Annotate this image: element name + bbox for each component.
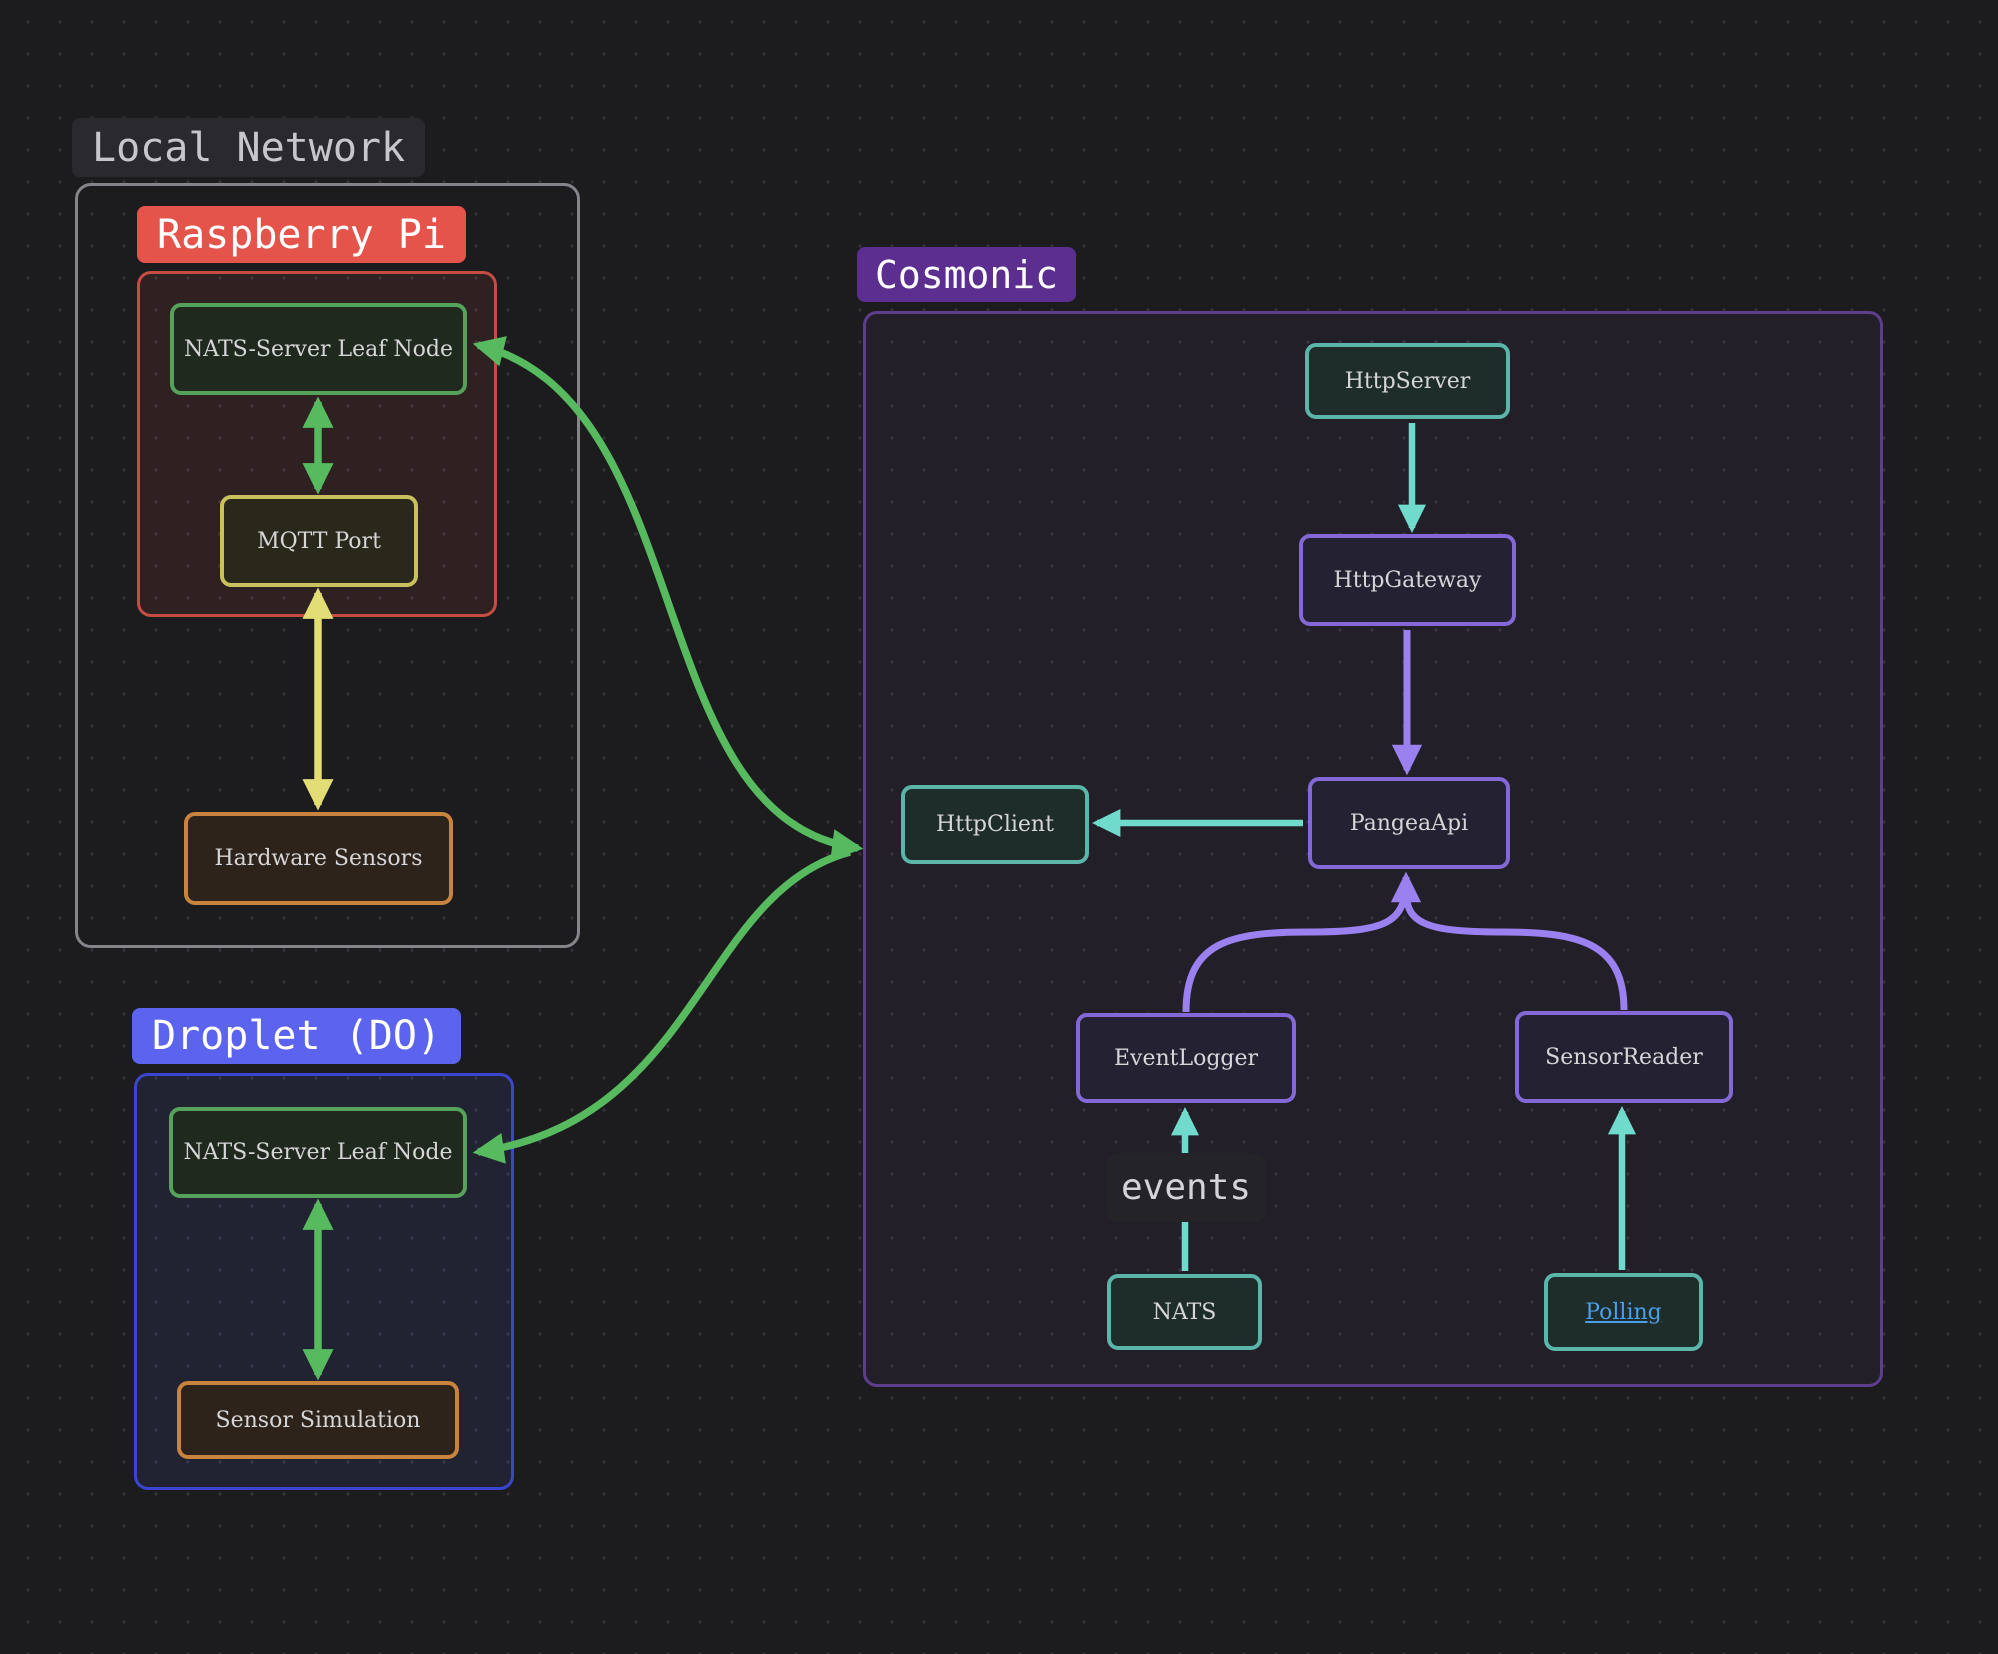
node-event-logger: EventLogger bbox=[1076, 1013, 1296, 1103]
node-label: Sensor Simulation bbox=[215, 1407, 421, 1433]
node-label: MQTT Port bbox=[257, 528, 381, 554]
node-nats-server-leaf-node-rpi: NATS-Server Leaf Node bbox=[170, 303, 467, 395]
node-nats-server-leaf-node-droplet: NATS-Server Leaf Node bbox=[169, 1107, 467, 1198]
node-label: Hardware Sensors bbox=[214, 846, 423, 871]
raspberry-pi-label: Raspberry Pi bbox=[137, 206, 466, 263]
droplet-label: Droplet (DO) bbox=[132, 1008, 461, 1064]
local-network-label: Local Network bbox=[72, 118, 426, 177]
node-label: HttpServer bbox=[1344, 368, 1471, 394]
node-polling: Polling bbox=[1544, 1273, 1703, 1351]
node-http-server: HttpServer bbox=[1305, 343, 1510, 419]
node-label: SensorReader bbox=[1545, 1044, 1703, 1070]
node-label: HttpClient bbox=[936, 812, 1054, 837]
node-label: NATS-Server Leaf Node bbox=[184, 336, 453, 362]
node-http-gateway: HttpGateway bbox=[1299, 534, 1516, 626]
node-pangea-api: PangeaApi bbox=[1308, 777, 1510, 869]
node-sensor-simulation: Sensor Simulation bbox=[177, 1381, 459, 1459]
node-label: EventLogger bbox=[1113, 1045, 1259, 1071]
node-http-client: HttpClient bbox=[901, 785, 1089, 864]
node-mqtt-port: MQTT Port bbox=[220, 495, 418, 587]
cosmonic-label: Cosmonic bbox=[857, 247, 1077, 302]
polling-link[interactable]: Polling bbox=[1585, 1299, 1662, 1325]
node-label: HttpGateway bbox=[1333, 567, 1482, 593]
node-nats: NATS bbox=[1107, 1274, 1262, 1350]
node-label: NATS bbox=[1152, 1299, 1217, 1325]
node-hardware-sensors: Hardware Sensors bbox=[184, 812, 453, 905]
events-edge-label: events bbox=[1107, 1153, 1266, 1222]
node-label: PangeaApi bbox=[1349, 810, 1469, 836]
node-label: NATS-Server Leaf Node bbox=[183, 1140, 453, 1165]
node-sensor-reader: SensorReader bbox=[1515, 1011, 1733, 1103]
